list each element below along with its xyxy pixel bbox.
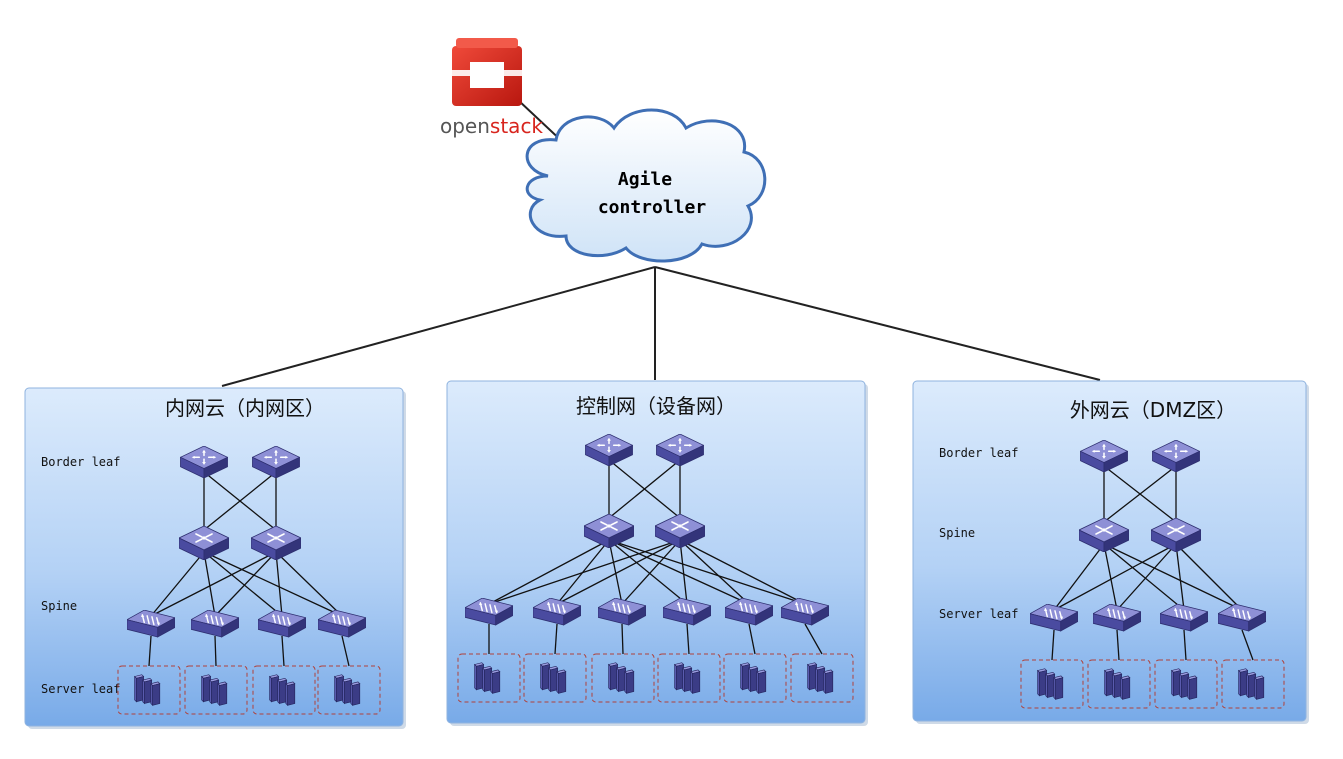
panel-title: 内网云（内网区） bbox=[165, 396, 325, 420]
server-group bbox=[1020, 659, 1084, 709]
link-spine-leaf bbox=[556, 539, 681, 605]
link-leaf-server bbox=[1051, 629, 1055, 661]
link-spine-leaf bbox=[679, 539, 750, 605]
server-group-frame bbox=[252, 665, 316, 715]
controller-label-line2: controller bbox=[598, 197, 707, 218]
link-leaf-server bbox=[621, 623, 624, 655]
panel-background bbox=[912, 380, 1307, 722]
server-group-frame bbox=[457, 653, 521, 703]
server-group-frame bbox=[1221, 659, 1285, 709]
link-spine-leaf bbox=[1053, 543, 1105, 611]
link-spine-leaf bbox=[150, 551, 277, 617]
link-spine-leaf bbox=[203, 551, 343, 617]
link-spine-leaf bbox=[203, 551, 216, 617]
link-spine-leaf bbox=[150, 551, 205, 617]
server-group bbox=[184, 665, 248, 715]
link-leaf-server bbox=[148, 635, 152, 667]
panel-title: 控制网（设备网） bbox=[576, 394, 736, 418]
panel-links bbox=[1051, 465, 1254, 661]
server-group bbox=[1087, 659, 1151, 709]
link-spine-leaf bbox=[608, 539, 806, 605]
link-spine-leaf bbox=[608, 539, 750, 605]
server-group-frame bbox=[1087, 659, 1151, 709]
server-group-frame bbox=[591, 653, 655, 703]
link-leaf-server bbox=[804, 623, 823, 655]
agile-controller-cloud: Agile controller bbox=[525, 108, 767, 263]
cloud-icon bbox=[525, 108, 767, 263]
server-group-frame bbox=[723, 653, 787, 703]
panel-links bbox=[488, 459, 823, 655]
controller-label-line1: Agile bbox=[618, 169, 672, 190]
panel-title: 外网云（DMZ区） bbox=[1070, 398, 1236, 422]
server-group bbox=[790, 653, 854, 703]
openstack-logo-icon bbox=[452, 38, 522, 106]
server-group bbox=[657, 653, 721, 703]
openstack-logo: openstack bbox=[440, 38, 543, 138]
link-border-spine bbox=[203, 471, 277, 531]
tier-label-border: Border leaf bbox=[41, 455, 120, 469]
tier-label-border: Border leaf bbox=[939, 446, 1018, 460]
link-leaf-server bbox=[1183, 629, 1187, 661]
link-spine-leaf bbox=[275, 551, 283, 617]
link-leaf-server bbox=[1241, 629, 1254, 661]
link-border-spine bbox=[608, 459, 681, 519]
link-spine-leaf bbox=[621, 539, 681, 605]
link-spine-leaf bbox=[679, 539, 806, 605]
tier-label-spine: Spine bbox=[41, 599, 77, 613]
link-controller-panel-3 bbox=[654, 266, 1101, 381]
panel-2: 控制网（设备网） bbox=[446, 380, 868, 726]
link-spine-leaf bbox=[488, 539, 681, 605]
link-spine-leaf bbox=[1116, 543, 1177, 611]
link-spine-leaf bbox=[1103, 543, 1243, 611]
server-group-frame bbox=[790, 653, 854, 703]
server-group bbox=[1221, 659, 1285, 709]
server-group bbox=[723, 653, 787, 703]
server-group-frame bbox=[657, 653, 721, 703]
panel-links bbox=[148, 471, 350, 667]
server-group bbox=[317, 665, 381, 715]
link-controller-panel-1 bbox=[221, 266, 656, 387]
link-spine-leaf bbox=[488, 539, 610, 605]
link-leaf-server bbox=[214, 635, 217, 667]
tier-label-server: Server leaf bbox=[41, 682, 120, 696]
server-group-frame bbox=[184, 665, 248, 715]
link-spine-leaf bbox=[1103, 543, 1118, 611]
link-spine-leaf bbox=[214, 551, 277, 617]
link-spine-leaf bbox=[608, 539, 623, 605]
tier-label-server: Server leaf bbox=[939, 607, 1018, 621]
server-group bbox=[1154, 659, 1218, 709]
link-spine-leaf bbox=[1053, 543, 1177, 611]
server-group bbox=[591, 653, 655, 703]
server-group-frame bbox=[523, 653, 587, 703]
link-leaf-server bbox=[686, 623, 690, 655]
openstack-wordmark: openstack bbox=[440, 114, 543, 138]
link-leaf-server bbox=[1116, 629, 1120, 661]
server-group bbox=[523, 653, 587, 703]
link-leaf-server bbox=[554, 623, 558, 655]
server-group bbox=[252, 665, 316, 715]
server-group-frame bbox=[117, 665, 181, 715]
link-leaf-server bbox=[748, 623, 756, 655]
server-group bbox=[117, 665, 181, 715]
link-spine-leaf bbox=[275, 551, 343, 617]
server-group-frame bbox=[317, 665, 381, 715]
tier-label-spine: Spine bbox=[939, 526, 975, 540]
link-leaf-server bbox=[281, 635, 285, 667]
link-leaf-server bbox=[341, 635, 350, 667]
link-spine-leaf bbox=[1175, 543, 1243, 611]
server-group bbox=[457, 653, 521, 703]
link-spine-leaf bbox=[679, 539, 688, 605]
link-spine-leaf bbox=[1175, 543, 1185, 611]
link-border-spine bbox=[1103, 465, 1177, 523]
link-spine-leaf bbox=[608, 539, 688, 605]
server-group-frame bbox=[1154, 659, 1218, 709]
server-group-frame bbox=[1020, 659, 1084, 709]
link-spine-leaf bbox=[203, 551, 283, 617]
link-spine-leaf bbox=[1103, 543, 1185, 611]
